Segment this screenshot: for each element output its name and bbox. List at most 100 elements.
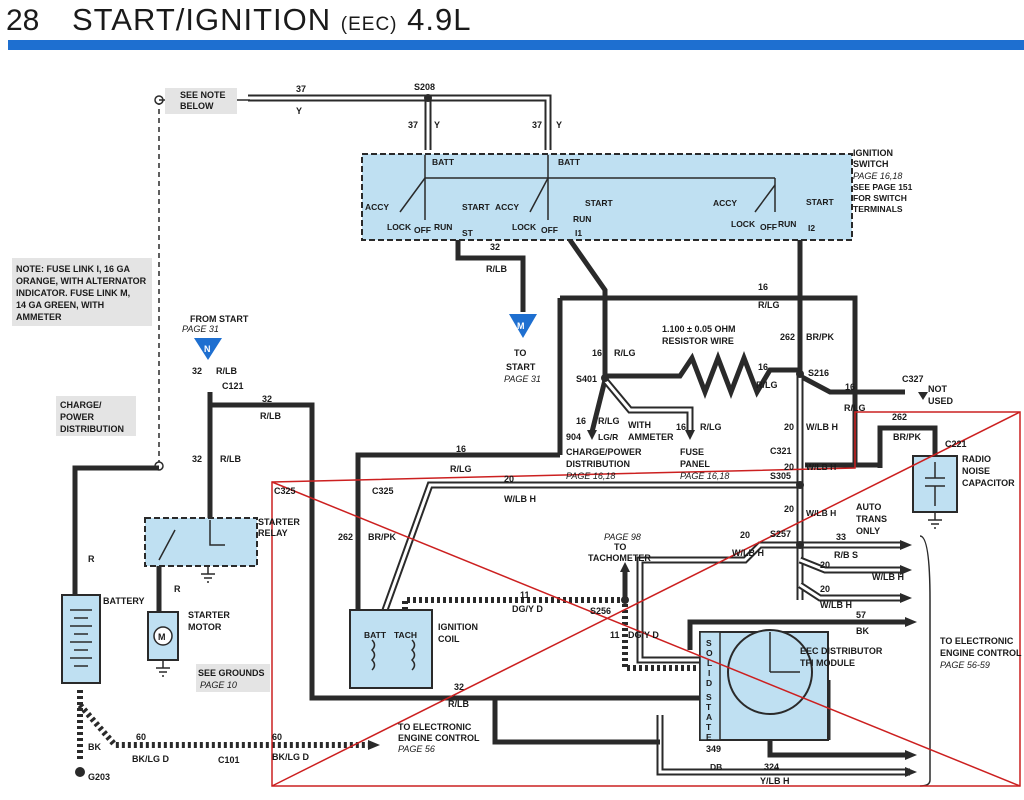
switch-off-1: OFF xyxy=(414,225,431,235)
wire-label-20-coil: 20 xyxy=(504,474,514,484)
charge-power-box xyxy=(56,396,136,436)
see-grounds-box xyxy=(196,664,270,692)
wire-label-20-c: 20 xyxy=(820,584,830,594)
wire-label-349: 349 xyxy=(706,744,721,754)
fuse-note-line3: INDICATOR. FUSE LINK M, xyxy=(16,288,130,298)
wire-label-r-motor: R xyxy=(174,584,181,594)
radio-cap-2: NOISE xyxy=(962,466,990,476)
auto-trans-2: TRANS xyxy=(856,514,887,524)
svg-text:S: S xyxy=(706,638,712,648)
switch-run-2: RUN xyxy=(573,214,591,224)
wire-label-16-c327: 16 xyxy=(845,382,855,392)
ground-g203: G203 xyxy=(88,772,110,782)
wire-label-20-b: 20 xyxy=(820,560,830,570)
relay-ground-icon xyxy=(201,566,215,583)
svg-text:L: L xyxy=(707,658,712,668)
eec-module-label1: EEC DISTRIBUTOR xyxy=(800,646,883,656)
svg-text:T: T xyxy=(706,722,712,732)
auto-trans-1: AUTO xyxy=(856,502,881,512)
ignition-switch-title2: SWITCH xyxy=(853,159,889,169)
wire-label-20-right: 20 xyxy=(784,422,794,432)
switch-start-2: START xyxy=(585,198,614,208)
switch-st: ST xyxy=(462,228,474,238)
switch-accy-3: ACCY xyxy=(713,198,737,208)
switch-off-2: OFF xyxy=(541,225,558,235)
wire-label-dgyd-top: DG/Y D xyxy=(512,604,543,614)
svg-text:E: E xyxy=(706,732,712,742)
title-suffix: (EEC) xyxy=(340,14,398,35)
wire-label-32-start: 32 xyxy=(490,242,500,252)
solid-state-strip xyxy=(699,631,721,741)
svg-text:D: D xyxy=(706,678,712,688)
wire-label-lgr: LG/R xyxy=(598,432,618,442)
wire-label-dgyd-side: DG/Y D xyxy=(628,630,659,640)
see-grounds-page: PAGE 10 xyxy=(200,680,237,690)
wire-label-16-top: 16 xyxy=(758,282,768,292)
auto-trans-3: ONLY xyxy=(856,526,880,536)
ignition-switch-page1: PAGE 16,18 xyxy=(853,171,902,181)
fuse-panel-1: FUSE xyxy=(680,447,704,457)
see-grounds-label: SEE GROUNDS xyxy=(198,668,265,678)
wire-label-r-battery: R xyxy=(88,554,95,564)
charge-dist-page: PAGE 16,18 xyxy=(566,471,615,481)
motor-icon xyxy=(153,626,173,646)
wire-label-wlbh-module: W/LB H xyxy=(732,548,764,558)
battery-label: BATTERY xyxy=(103,596,145,606)
wire-label-wlbh-s257: W/LB H xyxy=(806,508,836,518)
wire-label-32-loop: 32 xyxy=(262,394,272,404)
see-note-line2: BELOW xyxy=(180,101,214,111)
wire-label-brpk-cap: BR/PK xyxy=(893,432,922,442)
charge-power-line1: CHARGE/ xyxy=(60,400,102,410)
tach-arrow-icon xyxy=(620,562,630,572)
ignition-coil-label2: COIL xyxy=(438,634,460,644)
splice-s401: S401 xyxy=(576,374,597,384)
to-eec-bottom-2: ENGINE CONTROL xyxy=(398,733,480,743)
splice-s257: S257 xyxy=(770,529,791,539)
solid-state-letters: S O L I D S T A T E xyxy=(706,638,713,742)
not-used-line2: USED xyxy=(928,396,954,406)
radio-cap-3: CAPACITOR xyxy=(962,478,1015,488)
wire-32-to-start xyxy=(455,240,526,312)
switch-batt-2: BATT xyxy=(558,157,581,167)
charge-dist-2: DISTRIBUTION xyxy=(566,459,630,469)
ignition-switch-box xyxy=(361,153,853,241)
see-note-box xyxy=(165,88,237,114)
resistor-wire xyxy=(605,350,800,400)
fuse-panel-page: PAGE 16,18 xyxy=(680,471,729,481)
from-start-label: FROM START xyxy=(190,314,249,324)
wire-label-bk-57: BK xyxy=(856,626,869,636)
capacitor-symbol xyxy=(925,462,945,506)
switch-lock-2: LOCK xyxy=(512,222,537,232)
g203-ground-icon xyxy=(75,767,85,777)
wire-label-wlbh-right: W/LB H xyxy=(806,422,838,432)
wire-label-16-i1: 16 xyxy=(592,348,602,358)
wire-label-y-right: Y xyxy=(556,120,562,130)
wire-label-37-top: 37 xyxy=(296,84,306,94)
switch-off-3: OFF xyxy=(760,222,777,232)
relay-contacts xyxy=(158,520,225,561)
wire-label-32-bottom: 32 xyxy=(454,682,464,692)
title-engine: 4.9L xyxy=(407,2,472,37)
wire-label-37-left: 37 xyxy=(408,120,418,130)
output-arrows xyxy=(368,392,928,777)
wire-label-60-left: 60 xyxy=(136,732,146,742)
coil-batt-label: BATT xyxy=(364,630,387,640)
wire-label-11-top: 11 xyxy=(520,590,530,600)
motor-m-glyph: M xyxy=(158,632,166,642)
wire-label-20-s257: 20 xyxy=(784,504,794,514)
tach-page: PAGE 98 xyxy=(604,532,641,542)
wire-label-32-relay: 32 xyxy=(192,454,202,464)
connector-c325-right: C325 xyxy=(372,486,394,496)
capacitor-ground-icon xyxy=(928,512,942,529)
tach-to: TO xyxy=(614,542,626,552)
wire-label-wlbh-c321: W/LB H xyxy=(806,462,836,472)
switch-lock-3: LOCK xyxy=(731,219,756,229)
wire-label-262-i2: 262 xyxy=(780,332,795,342)
coil-windings xyxy=(370,639,416,671)
wire-16-c327 xyxy=(798,373,905,395)
switch-run-3: RUN xyxy=(778,219,796,229)
wire-label-20-c321: 20 xyxy=(784,462,794,472)
wire-label-bk-ground: BK xyxy=(88,742,101,752)
coil-tach-label: TACH xyxy=(394,630,417,640)
wire-label-brpk-coil: BR/PK xyxy=(368,532,397,542)
